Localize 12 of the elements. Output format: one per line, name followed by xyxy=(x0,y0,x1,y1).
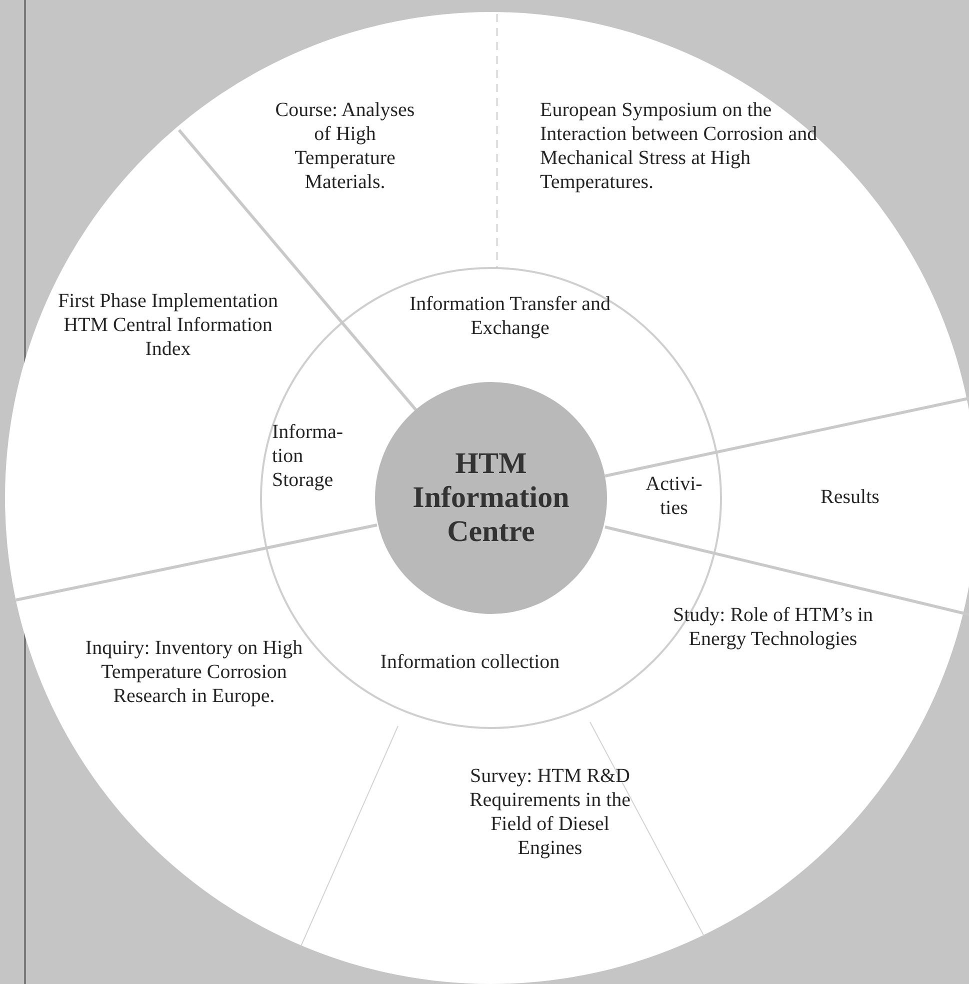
hub-title: HTM Information Centre xyxy=(412,447,570,549)
segment-label: Course: Analyses of High Temperature Materials. xyxy=(274,98,416,194)
segment-label: European Symposium on the Interaction between Corrosion and Mechanical Stress at High Temperatures. xyxy=(540,98,818,194)
segment-label: Activi- ties xyxy=(644,472,704,520)
segment-label: First Phase Implementation HTM Central Information Index xyxy=(58,289,278,361)
segment-label: Inquiry: Inventory on High Temperature Corrosion Research in Europe. xyxy=(84,636,304,708)
segment-label: Informa- tion Storage xyxy=(272,420,344,492)
segment-label: Information Transfer and Exchange xyxy=(408,292,612,340)
segment-label: Study: Role of HTM’s in Energy Technologies xyxy=(672,603,874,651)
segment-label: Information collection xyxy=(379,650,561,674)
segment-label: Survey: HTM R&D Requirements in the Field of Diesel Engines xyxy=(468,764,632,860)
segment-label: Results xyxy=(820,485,880,509)
